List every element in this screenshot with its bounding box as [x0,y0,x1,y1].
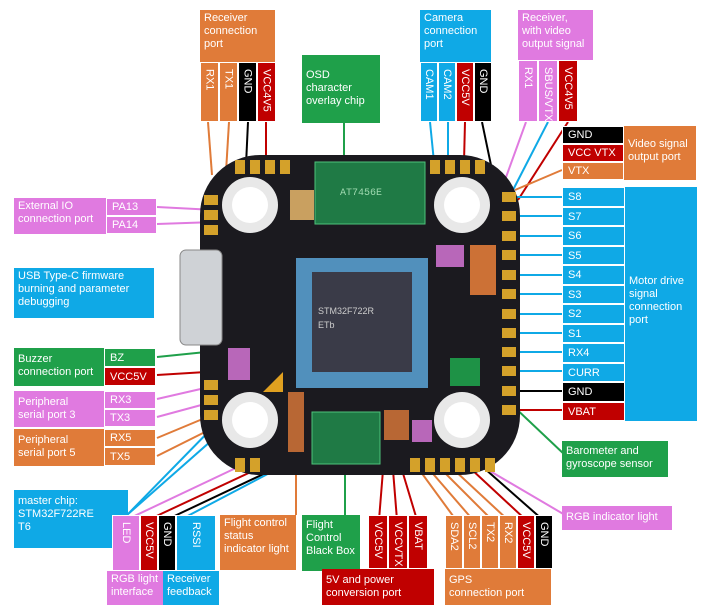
vtx-pin-vcc: VCC VTX [562,144,624,162]
camera-pin-vcc: VCC5V [456,62,474,122]
orientation-arrow [263,372,283,392]
motor-drive-label: Motor drive signal connection port [625,187,697,421]
gps-pin-gnd: GND [535,515,553,569]
mounting-holes [222,177,490,448]
osd-chip-label: OSD character overlay chip [302,55,380,123]
serial3-label: Peripheral serial port 3 [14,391,104,427]
vtx-pin-gnd: GND [562,126,624,144]
motor-pin-s7: S7 [562,207,625,226]
serial3-pin-rx3: RX3 [104,391,156,409]
rgb-led [412,420,432,442]
power-pin-vccvtx: VCCVTX [388,515,408,569]
rxvideo-pin-sbus: SBUS/VTX [538,60,558,122]
gps-pin-rx2: RX2 [499,515,517,569]
status-light-label: Flight control status indicator light [220,515,296,570]
video-pads [436,245,464,267]
mcu-line-text: ETb [318,320,335,330]
status-led [288,392,304,452]
buzzer-label: Buzzer connection port [14,348,104,386]
io-pin-pa13: PA13 [106,198,157,216]
usb-c-connector [179,249,223,346]
receiver-video-label: Receiver, with video output signal [518,10,593,60]
motor-pin-rx4: RX4 [562,343,625,363]
camera-pin-cam1: CAM1 [420,62,438,122]
motor-pin-s6: S6 [562,226,625,246]
power-conversion-label: 5V and power conversion port [322,569,434,605]
barometer-label: Barometer and gyroscope sensor [562,441,668,477]
motor-pin-s8: S8 [562,187,625,207]
rgb-pin-gnd: GND [158,515,176,571]
osd-chip [314,161,426,225]
power-pin-vcc5v: VCC5V [368,515,388,569]
io-pin-pa14: PA14 [106,216,157,234]
buzzer-pin-vcc: VCC5V [104,367,156,386]
gps-pin-tx2: TX2 [481,515,499,569]
rgb-interface-label: RGB light interface [107,571,163,605]
camera-pin-cam2: CAM2 [438,62,456,122]
barometer-chip [450,358,480,386]
receiver-pin-tx1: TX1 [219,62,238,122]
serial5-label: Peripheral serial port 5 [14,429,104,466]
buzzer-pin-bz: BZ [104,348,156,367]
motor-pin-s2: S2 [562,304,625,324]
receiver-pin-rx1: RX1 [200,62,219,122]
gps-pin-vcc: VCC5V [517,515,535,569]
motor-pin-s5: S5 [562,246,625,265]
serial5-pin-rx5: RX5 [104,429,156,447]
power-pin-vbat: VBAT [408,515,428,569]
receiver-pin-gnd: GND [238,62,257,122]
mcu-brand-text: STM32F722R [318,306,375,316]
black-box-chip [311,411,381,465]
usb-label: USB Type-C firmware burning and paramete… [14,268,154,318]
video-output-label: Video signal output port [624,126,696,180]
gps-port-label: GPS connection port [445,569,551,605]
rxvideo-pin-vcc: VCC4V5 [558,60,578,122]
serial3-pin-tx3: TX3 [104,409,156,427]
receiver-feedback-label: Receiver feedback [163,571,219,605]
crystal [290,190,314,220]
gps-pin-scl2: SCL2 [463,515,481,569]
receiver-port-label: Receiver connection port [200,10,275,62]
rgb-indicator-label: RGB indicator light [562,506,672,530]
osd-chip-text: AT7456E [340,188,382,199]
motor-pin-vbat: VBAT [562,402,625,421]
camera-port-label: Camera connection port [420,10,491,62]
rxvideo-pin-rx1: RX1 [518,60,538,122]
rssi-pin: RSSI [176,515,216,571]
vtx-pads [470,245,496,295]
rgb-pin-vcc: VCC5V [140,515,158,571]
black-box-label: Flight Control Black Box [302,515,360,571]
rgb-pin-led: LED [112,515,140,571]
camera-pin-gnd: GND [474,62,492,122]
gps-pads [384,410,409,440]
receiver-pin-vcc: VCC4V5 [257,62,276,122]
motor-pin-curr: CURR [562,363,625,382]
master-chip-label: master chip: STM32F722RE T6 [14,490,128,548]
gps-pin-sda2: SDA2 [445,515,463,569]
motor-pin-s4: S4 [562,265,625,285]
motor-pin-s1: S1 [562,324,625,343]
serial5-pin-tx5: TX5 [104,447,156,466]
vtx-pin-vtx: VTX [562,162,624,180]
buzzer-pads [228,348,250,380]
external-io-label: External IO connection port [14,198,106,234]
motor-pin-gnd: GND [562,382,625,402]
motor-pin-s3: S3 [562,285,625,304]
